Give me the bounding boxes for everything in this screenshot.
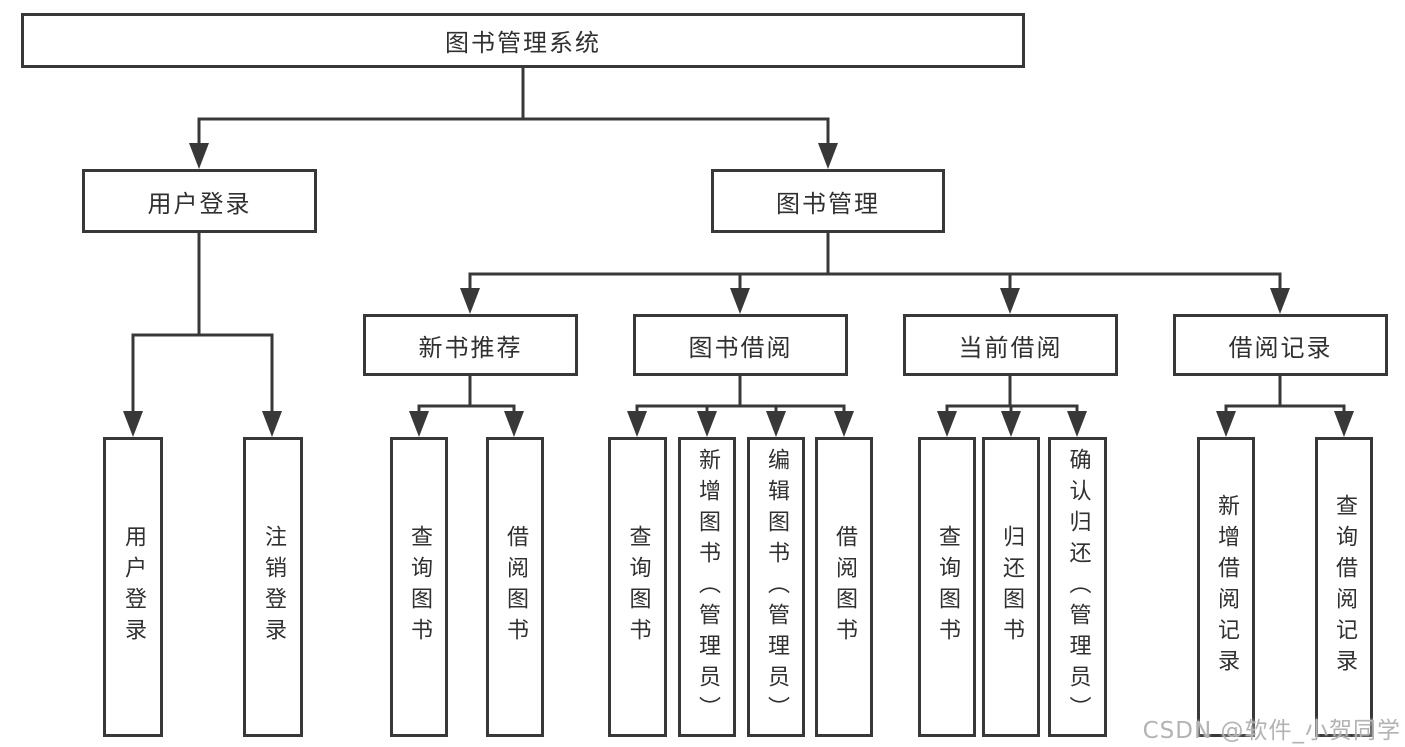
edge-user-login-to-children — [131, 231, 274, 419]
edge-book-mgmt-to-level3 — [468, 231, 1282, 296]
leaf-logout: 注销登录 — [243, 437, 303, 737]
edge-borrow-records-to-children — [1224, 374, 1346, 419]
leaf-user-login: 用户登录 — [103, 437, 163, 737]
leaf-query-books-2: 查询图书 — [608, 437, 667, 737]
node-new-book-recommend: 新书推荐 — [363, 314, 578, 376]
node-label: 借阅记录 — [1228, 333, 1333, 362]
leaf-add-books-admin: 新增图书（管理员） — [678, 437, 736, 737]
leaf-label: 查询图书 — [407, 525, 432, 649]
leaf-label: 查询借阅记录 — [1332, 494, 1357, 680]
leaf-label: 确认归还（管理员） — [1065, 447, 1091, 727]
node-user-login: 用户登录 — [82, 169, 317, 233]
leaf-label: 借阅图书 — [832, 525, 857, 649]
edge-current-borrow-to-children — [945, 374, 1079, 419]
leaf-label: 编辑图书（管理员） — [764, 447, 789, 727]
leaf-query-borrow-record: 查询借阅记录 — [1315, 437, 1373, 737]
node-label: 图书管理 — [776, 189, 880, 218]
edge-root-to-level2-arrowheads — [189, 143, 838, 169]
node-book-borrowing: 图书借阅 — [633, 314, 848, 376]
leaf-borrow-books-1: 借阅图书 — [486, 437, 544, 737]
edge-new-book-rec-to-children — [417, 374, 516, 419]
node-label: 用户登录 — [147, 189, 252, 218]
leaf-confirm-return-admin: 确认归还（管理员） — [1048, 437, 1107, 737]
leaf-borrow-books-2: 借阅图书 — [815, 437, 873, 737]
edge-user-login-to-children-arrowheads — [123, 411, 282, 437]
node-label: 当前借阅 — [958, 333, 1063, 362]
leaf-label: 新增图书（管理员） — [695, 447, 720, 727]
leaf-label: 查询图书 — [935, 525, 960, 649]
leaf-add-borrow-record: 新增借阅记录 — [1197, 437, 1255, 737]
node-label: 新书推荐 — [418, 333, 523, 362]
node-book-management: 图书管理 — [711, 169, 945, 233]
node-system-root: 图书管理系统 — [21, 13, 1025, 68]
leaf-label: 归还图书 — [999, 525, 1024, 649]
leaf-label: 新增借阅记录 — [1214, 494, 1239, 680]
edge-book-borrow-to-children — [635, 374, 846, 419]
edge-new-book-rec-to-children-arrowheads — [409, 411, 524, 437]
leaf-query-books-1: 查询图书 — [390, 437, 448, 737]
leaf-query-books-3: 查询图书 — [918, 437, 976, 737]
node-borrow-records: 借阅记录 — [1173, 314, 1388, 376]
edge-root-to-level2 — [197, 66, 830, 151]
leaf-label: 查询图书 — [625, 525, 651, 649]
leaf-label: 用户登录 — [121, 525, 146, 649]
leaf-label: 借阅图书 — [503, 525, 528, 649]
node-current-borrowing: 当前借阅 — [903, 314, 1118, 376]
node-label: 图书管理系统 — [445, 29, 601, 57]
leaf-label: 注销登录 — [261, 525, 286, 649]
edge-borrow-records-to-children-arrowheads — [1216, 411, 1354, 437]
csdn-watermark: CSDN @软件_小贺同学 — [1142, 718, 1401, 744]
edge-book-mgmt-to-level3-arrowheads — [460, 288, 1290, 314]
edge-book-borrow-to-children-arrowheads — [627, 411, 854, 437]
edge-current-borrow-to-children-arrowheads — [937, 411, 1087, 437]
leaf-edit-books-admin: 编辑图书（管理员） — [747, 437, 805, 737]
node-label: 图书借阅 — [688, 333, 793, 362]
leaf-return-books: 归还图书 — [982, 437, 1040, 737]
